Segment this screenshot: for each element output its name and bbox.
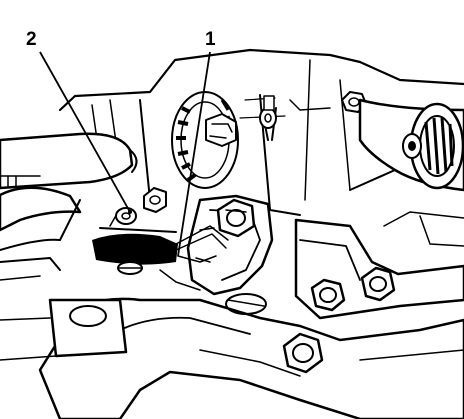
- bracket-bolt: [216, 198, 256, 238]
- upper-coolant-hose: [0, 132, 138, 190]
- callout-leader-2: [39, 51, 132, 214]
- lower-left-cylinder: [0, 298, 128, 361]
- ring-terminal: [259, 95, 277, 141]
- upper-bolt: [205, 113, 237, 147]
- lower-bolt: [282, 332, 324, 374]
- lower-hose-loop: [0, 186, 82, 281]
- small-bolt-left: [143, 187, 167, 213]
- wire-harness: [159, 225, 229, 291]
- engine-block-outline: [58, 48, 464, 216]
- mount-bolt-center: [310, 278, 346, 312]
- callout-label-1: 1: [205, 29, 216, 50]
- mount-bolt-right: [360, 266, 396, 302]
- sensor-component: [92, 207, 178, 275]
- callout-label-2: 2: [26, 29, 37, 50]
- right-coolant-hose: [358, 98, 464, 192]
- callout-leader-1: [177, 51, 211, 257]
